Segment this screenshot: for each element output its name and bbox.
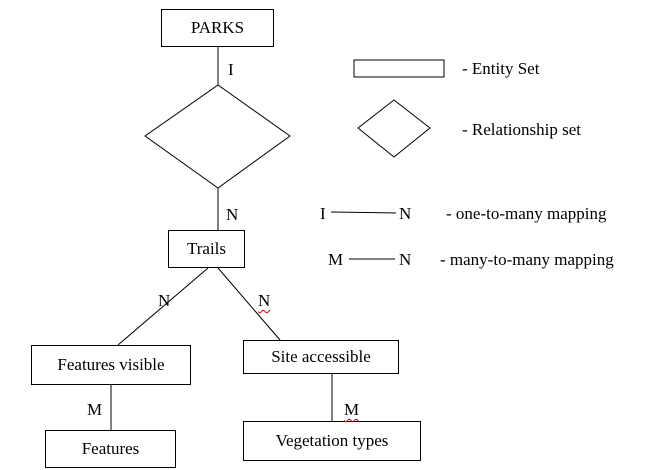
legend-one-to-many-left: I xyxy=(320,204,326,223)
legend-relationship-diamond xyxy=(357,99,431,158)
legend-one-to-many-right: N xyxy=(399,204,412,223)
legend-relationship-set-label: - Relationship set xyxy=(462,120,581,139)
entity-features-visible: Features visible xyxy=(31,345,191,385)
legend-many-to-many-right: N xyxy=(399,250,412,269)
cardinality-trails-site-accessible: N xyxy=(258,291,271,310)
entity-features: Features xyxy=(45,430,176,468)
legend-one-to-many-label: - one-to-many mapping xyxy=(446,204,607,223)
cardinality-parks-relationship: I xyxy=(228,60,234,79)
entity-trails-label: Trails xyxy=(186,239,227,258)
entity-trails: Trails xyxy=(168,230,245,268)
connector-trails-features-visible xyxy=(117,267,209,346)
entity-site-accessible-label: Site accessible xyxy=(271,347,371,366)
relationship-diamond xyxy=(144,84,291,189)
legend-many-to-many-left: M xyxy=(328,250,344,269)
entity-site-accessible: Site accessible xyxy=(243,340,399,374)
cardinality-site-accessible-vegetation: M xyxy=(344,400,360,419)
legend-many-to-many-label: - many-to-many mapping xyxy=(440,250,614,269)
entity-vegetation-types-label: Vegetation types xyxy=(275,431,389,450)
entity-features-visible-label: Features visible xyxy=(57,355,165,374)
entity-features-label: Features xyxy=(81,439,140,458)
entity-parks: PARKS xyxy=(161,9,274,47)
legend-entity-set-label: - Entity Set xyxy=(462,59,540,78)
cardinality-features-visible-features: M xyxy=(87,400,103,419)
legend-one-to-many-line xyxy=(330,211,397,214)
cardinality-trails-features-visible: N xyxy=(158,291,171,310)
entity-vegetation-types: Vegetation types xyxy=(243,421,421,461)
connector-trails-site-accessible xyxy=(217,267,281,341)
legend-entity-rect xyxy=(353,59,445,78)
cardinality-relationship-trails: N xyxy=(226,205,239,224)
entity-parks-label: PARKS xyxy=(190,18,245,37)
